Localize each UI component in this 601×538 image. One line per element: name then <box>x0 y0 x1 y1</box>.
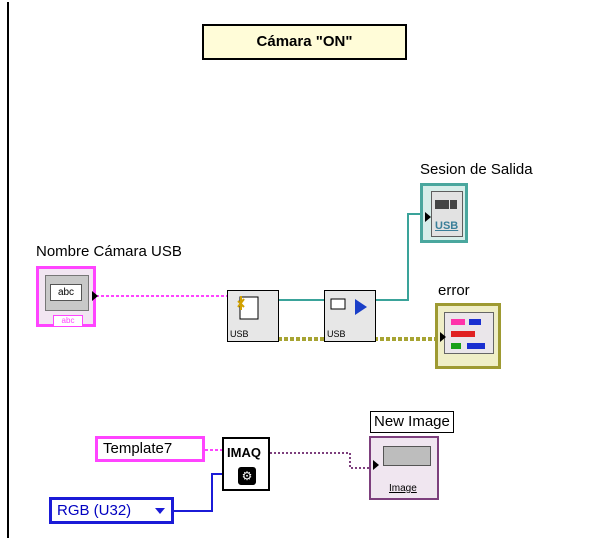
new-sparkle-icon <box>237 296 259 320</box>
image-display-icon <box>383 446 431 466</box>
session-out-indicator[interactable]: USB <box>420 183 468 243</box>
input-terminal-icon <box>425 212 431 222</box>
create-icon: ⚙ <box>238 467 256 485</box>
string-control-text: abc <box>50 284 82 301</box>
imaqdx-open-camera-vi[interactable]: USB <box>227 290 279 342</box>
session-out-label: Sesion de Salida <box>420 161 533 178</box>
dropdown-arrow-icon[interactable] <box>155 508 165 514</box>
session-wire-2 <box>374 213 420 301</box>
image-type-value: RGB (U32) <box>57 502 132 519</box>
diagram-border <box>7 2 9 538</box>
image-caption: Image <box>389 483 417 494</box>
error-indicator[interactable] <box>435 303 501 369</box>
usb-caption: USB <box>230 329 249 339</box>
input-terminal-icon-3 <box>373 460 379 470</box>
camera-name-label: Nombre Cámara USB <box>36 243 182 260</box>
play-icon <box>330 298 367 315</box>
new-image-label: New Image <box>370 411 454 433</box>
error-cluster-icon <box>444 312 494 354</box>
camera-name-control[interactable]: abc abc <box>36 266 98 327</box>
title-label: Cámara "ON" <box>202 24 407 60</box>
usb-text: USB <box>435 220 459 232</box>
image-type-enum[interactable]: RGB (U32) <box>49 497 174 524</box>
string-type-badge: abc <box>53 315 83 327</box>
input-terminal-icon-2 <box>440 332 446 342</box>
usb-caption-2: USB <box>327 329 346 339</box>
string-control-icon: abc <box>45 275 89 311</box>
imaq-create-vi[interactable]: IMAQ ⚙ <box>222 437 270 491</box>
image-wire <box>270 452 369 469</box>
output-terminal-icon <box>92 291 98 301</box>
imaq-text: IMAQ <box>227 445 261 460</box>
template-string-constant[interactable]: Template7 <box>95 436 205 462</box>
camera-icon: USB <box>431 191 463 237</box>
error-label: error <box>438 282 470 299</box>
new-image-indicator[interactable]: Image <box>369 436 439 500</box>
imaqdx-configure-grab-vi[interactable]: USB <box>324 290 376 342</box>
enum-wire <box>174 473 222 512</box>
